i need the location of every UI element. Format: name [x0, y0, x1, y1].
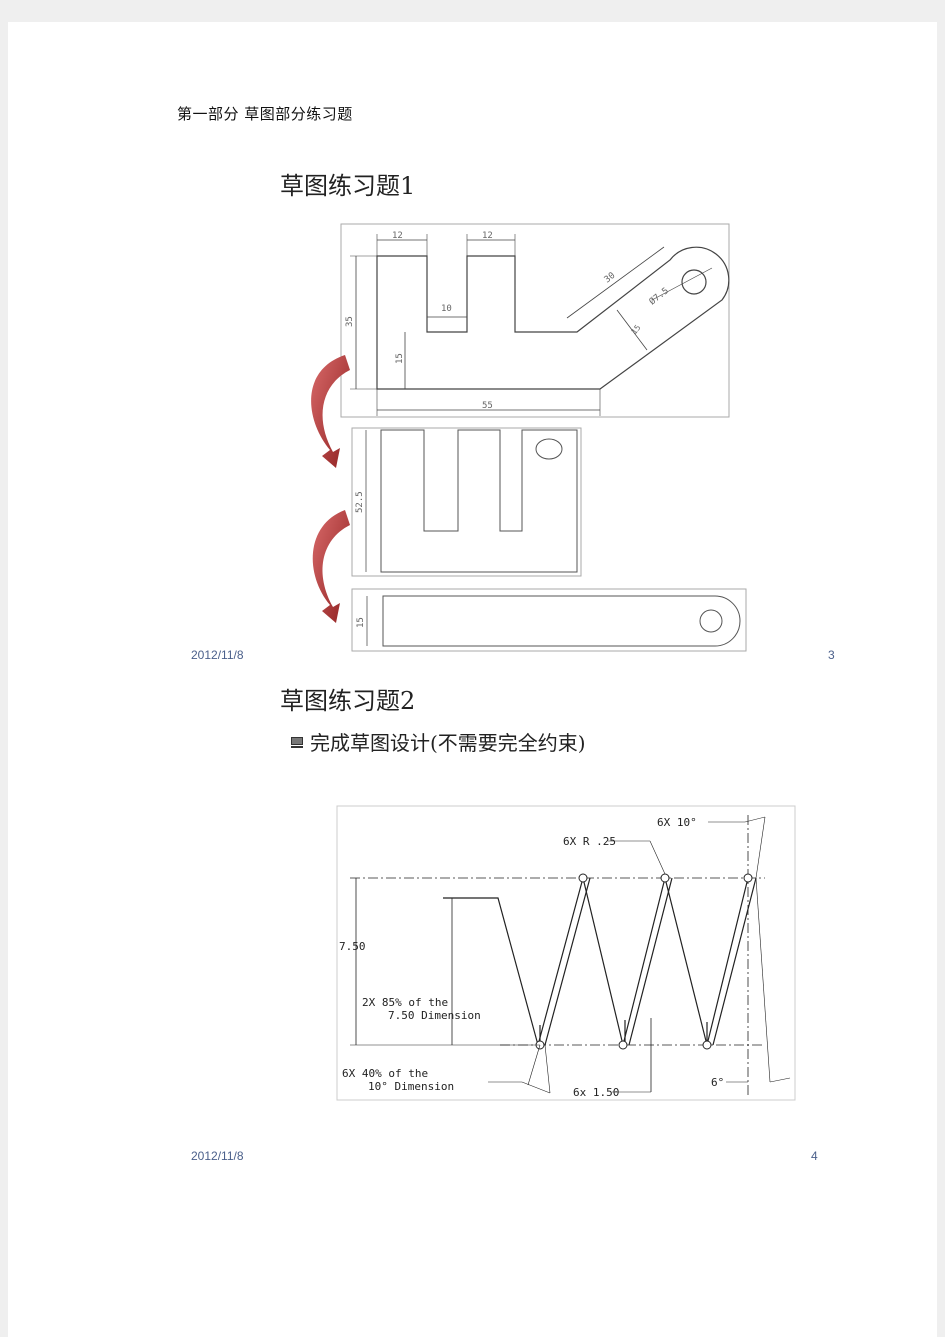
dim-line-arm-width: [616, 309, 648, 351]
dim-text-10: 10: [441, 304, 452, 314]
curved-arrow-icon: [311, 355, 350, 468]
dim-text-35: 35: [345, 316, 355, 327]
bullet-text: 完成草图设计(不需要完全约束): [310, 731, 586, 755]
slide1-footer-date: 2012/11/8: [191, 648, 244, 662]
zigzag-profile: [443, 877, 749, 1048]
drawing-frame-front: [351, 427, 582, 577]
slide2-page-number: 4: [811, 1149, 818, 1163]
front-view-outline: [380, 429, 578, 573]
part-heading: 第一部分 草图部分练习题: [177, 105, 353, 123]
drawing-frame-2: [336, 805, 796, 1101]
curved-arrow-icon: [312, 510, 350, 623]
dim-text-side-height: 15: [356, 617, 366, 628]
dim-text-85-line1: 2X 85% of the: [362, 996, 448, 1009]
dim-text-12-left: 12: [392, 231, 403, 241]
part-outline: [376, 246, 730, 390]
dim-line-30: [566, 246, 665, 319]
dim-text-750: 7.50: [339, 940, 366, 953]
slide2-footer-date: 2012/11/8: [191, 1149, 244, 1163]
slide2-bullet: 完成草图设计(不需要完全约束): [290, 727, 586, 756]
dim-text-angle-top: 6X 10°: [657, 816, 697, 829]
monitor-icon: [291, 736, 303, 748]
hole-circle: [681, 269, 707, 295]
dim-text-40-line1: 6X 40% of the: [342, 1067, 428, 1080]
slide1-title: 草图练习题1: [280, 172, 416, 200]
dim-text-150: 6x 1.50: [573, 1086, 619, 1099]
dim-text-55: 55: [482, 401, 493, 411]
dim-text-radius: 6X R .25: [563, 835, 616, 848]
dim-text-15-inner: 15: [395, 353, 405, 364]
side-view-outline: [382, 595, 741, 647]
dim-text-85-line2: 7.50 Dimension: [388, 1009, 481, 1022]
slide1-page-number: 3: [828, 648, 835, 662]
drawing-frame-side: [351, 588, 747, 652]
dim-text-40-line2: 10° Dimension: [368, 1080, 454, 1093]
slide2-title: 草图练习题2: [280, 687, 416, 715]
dim-text-12-right: 12: [482, 231, 493, 241]
dim-text-angle-bottom: 6°: [711, 1076, 724, 1089]
dim-text-front-height: 52.5: [355, 491, 365, 513]
